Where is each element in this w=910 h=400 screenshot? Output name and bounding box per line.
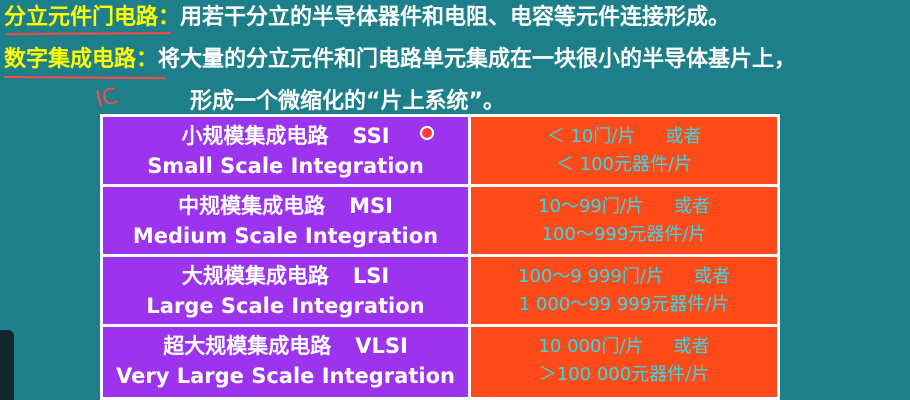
gate-count-range: 10～99门/片或者	[538, 196, 710, 217]
scale-abbreviation: LSI	[352, 264, 390, 288]
scale-range-cell: 100～9 999门/片或者 1 000～99 999元器件/片	[471, 257, 777, 324]
term-digital-integrated-circuit: 数字集成电路	[4, 47, 137, 72]
term-discrete-gate-circuit: 分立元件门电路	[4, 5, 159, 30]
component-count-range: 1 000～99 999元器件/片	[518, 294, 730, 315]
scale-english-name: Large Scale Integration	[146, 294, 425, 318]
or-word: 或者	[673, 196, 710, 217]
component-count-range: ＜ 100元器件/片	[555, 154, 693, 175]
component-count-range: 100～999元器件/片	[541, 224, 707, 245]
handwritten-ic-note: IC	[93, 84, 121, 113]
scale-english-name: Small Scale Integration	[147, 154, 424, 178]
term-separator: ：	[136, 47, 159, 72]
or-word: 或者	[693, 266, 730, 287]
scale-abbreviation: VLSI	[355, 334, 408, 358]
intro-line-discrete-gates: 分立元件门电路：用若干分立的半导体器件和电阻、电容等元件连接形成。	[4, 4, 730, 32]
component-count-range: ＞100 000元器件/片	[538, 364, 710, 385]
or-word: 或者	[665, 126, 702, 147]
laser-pointer-dot	[420, 126, 434, 140]
intro-line-soc: 形成一个微缩化的“片上系统”。	[190, 88, 505, 116]
scale-abbreviation: SSI	[352, 124, 390, 148]
scale-english-name: Very Large Scale Integration	[116, 364, 455, 388]
gate-count-range: 100～9 999门/片或者	[518, 266, 730, 287]
scale-range-cell: 10 000门/片或者 ＞100 000元器件/片	[471, 327, 777, 397]
scale-english-name: Medium Scale Integration	[132, 224, 439, 248]
definition-discrete-gate-circuit: 用若干分立的半导体器件和电阻、电容等元件连接形成。	[180, 5, 731, 30]
gate-count-range: ＜ 10门/片或者	[546, 126, 702, 147]
definition-digital-ic-part2: 形成一个微缩化的“片上系统”。	[190, 89, 505, 114]
scale-range-cell: ＜ 10门/片或者 ＜ 100元器件/片	[471, 117, 777, 184]
handwritten-underline	[3, 76, 167, 80]
term-separator: ：	[158, 5, 181, 30]
handwritten-underline	[5, 32, 172, 35]
intro-line-digital-ic: 数字集成电路：将大量的分立元件和门电路单元集成在一块很小的半导体基片上，	[4, 46, 796, 74]
scale-abbreviation: MSI	[349, 194, 393, 218]
scale-range-cell: 10～99门/片或者 100～999元器件/片	[471, 187, 777, 254]
or-word: 或者	[673, 336, 710, 357]
corner-overlay	[0, 330, 14, 400]
definition-digital-ic-part1: 将大量的分立元件和门电路单元集成在一块很小的半导体基片上，	[158, 47, 797, 72]
gate-count-range: 10 000门/片或者	[538, 336, 710, 357]
